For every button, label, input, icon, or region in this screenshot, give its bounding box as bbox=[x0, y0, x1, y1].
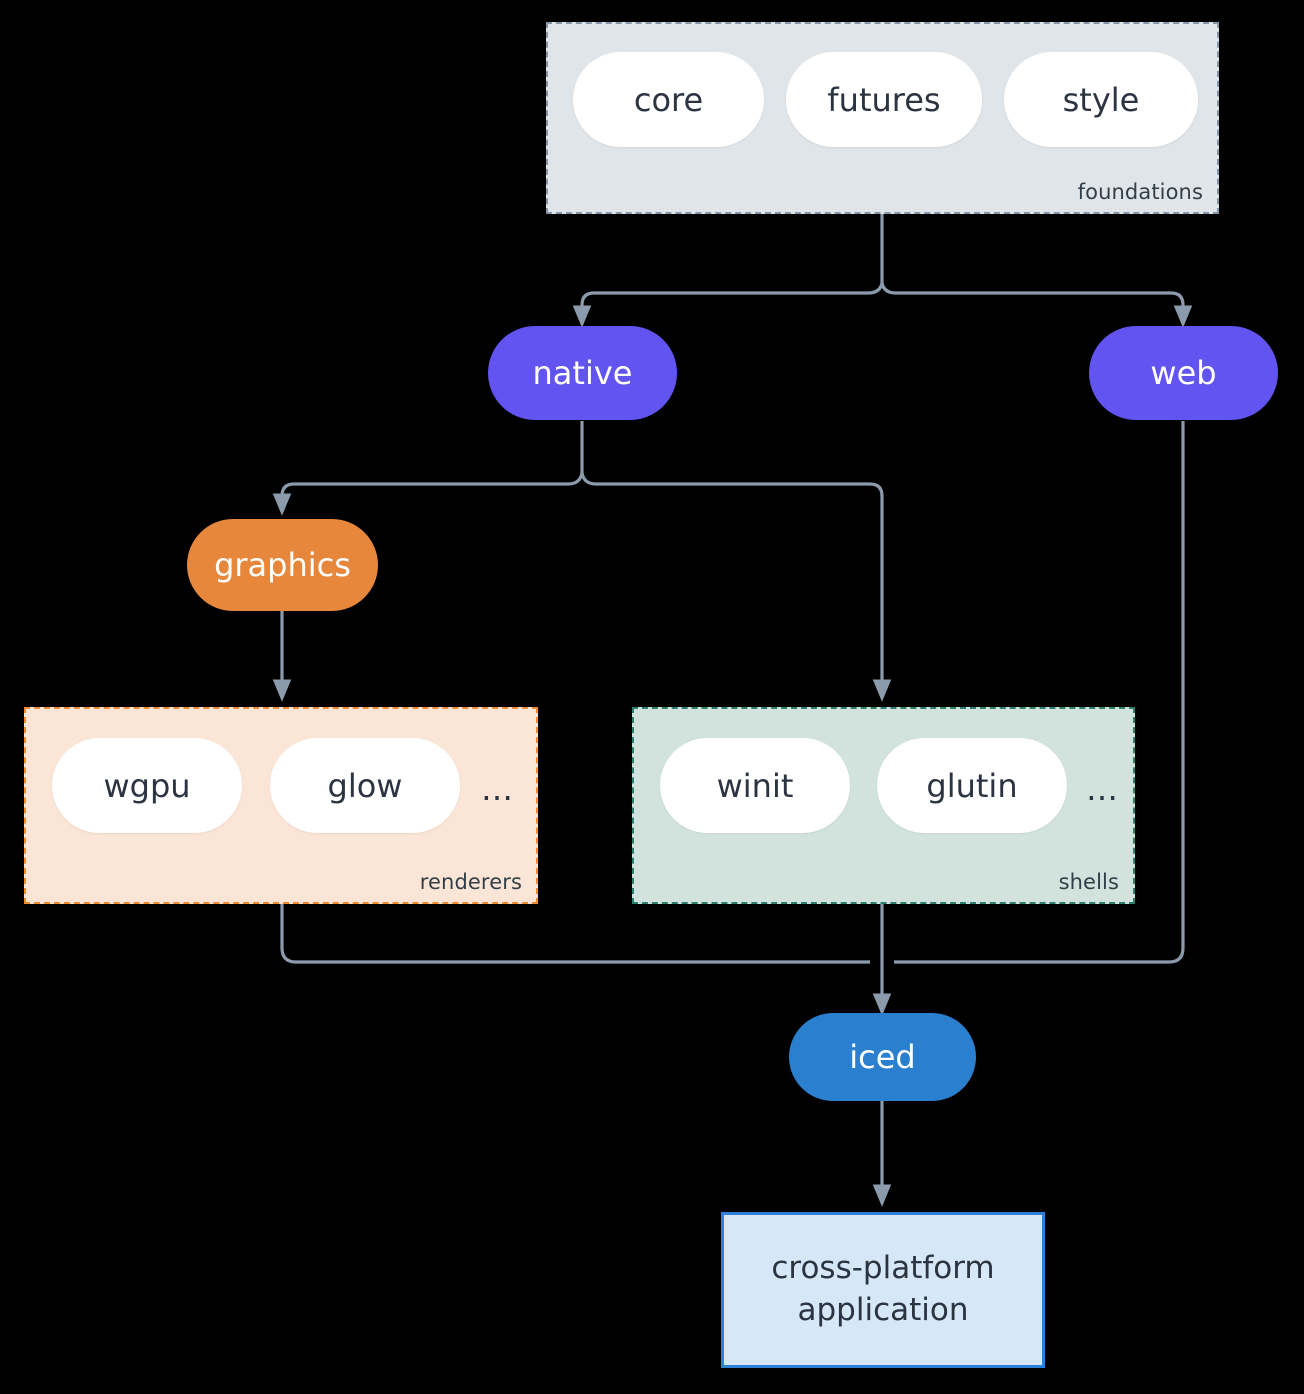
node-native[interactable]: native bbox=[488, 326, 677, 420]
leaf-style[interactable]: style bbox=[1004, 52, 1198, 147]
edge-foundations-to-native bbox=[572, 282, 884, 328]
leaf-glutin-label: glutin bbox=[926, 766, 1018, 805]
node-graphics-label: graphics bbox=[214, 546, 351, 584]
leaf-winit[interactable]: winit bbox=[660, 738, 850, 833]
edge-native-to-shells bbox=[580, 472, 892, 702]
node-iced[interactable]: iced bbox=[789, 1013, 976, 1101]
node-web[interactable]: web bbox=[1089, 326, 1278, 420]
cluster-shells[interactable]: winit glutin … shells bbox=[632, 707, 1135, 904]
leaf-core[interactable]: core bbox=[573, 52, 764, 147]
cluster-foundations[interactable]: core futures style foundations bbox=[546, 22, 1219, 214]
leaf-futures-label: futures bbox=[827, 80, 941, 119]
leaf-wgpu[interactable]: wgpu bbox=[52, 738, 242, 833]
node-iced-label: iced bbox=[849, 1038, 916, 1076]
node-native-label: native bbox=[532, 354, 633, 392]
node-application-line2: application bbox=[797, 1292, 969, 1328]
leaf-style-label: style bbox=[1062, 80, 1140, 119]
leaf-glutin[interactable]: glutin bbox=[877, 738, 1067, 833]
leaf-more-renderers: … bbox=[481, 770, 513, 808]
cluster-renderers-label: renderers bbox=[419, 870, 522, 894]
cluster-shells-label: shells bbox=[1058, 870, 1119, 894]
node-application-line1: cross-platform bbox=[771, 1250, 995, 1287]
leaf-core-label: core bbox=[633, 80, 704, 119]
leaf-wgpu-label: wgpu bbox=[103, 766, 191, 805]
leaf-glow-label: glow bbox=[327, 766, 403, 805]
node-graphics[interactable]: graphics bbox=[187, 519, 378, 611]
cluster-foundations-label: foundations bbox=[1077, 180, 1203, 204]
node-application[interactable]: cross-platform application bbox=[721, 1212, 1045, 1368]
edge-renderers-to-iced bbox=[280, 904, 870, 964]
edge-foundations-to-web bbox=[880, 282, 1193, 328]
leaf-more-shells: … bbox=[1086, 770, 1118, 808]
edge-native-to-graphics bbox=[272, 472, 584, 516]
cluster-renderers[interactable]: wgpu glow … renderers bbox=[24, 707, 538, 904]
leaf-glow[interactable]: glow bbox=[270, 738, 460, 833]
node-web-label: web bbox=[1150, 354, 1217, 392]
leaf-winit-label: winit bbox=[716, 766, 794, 805]
leaf-futures[interactable]: futures bbox=[786, 52, 982, 147]
